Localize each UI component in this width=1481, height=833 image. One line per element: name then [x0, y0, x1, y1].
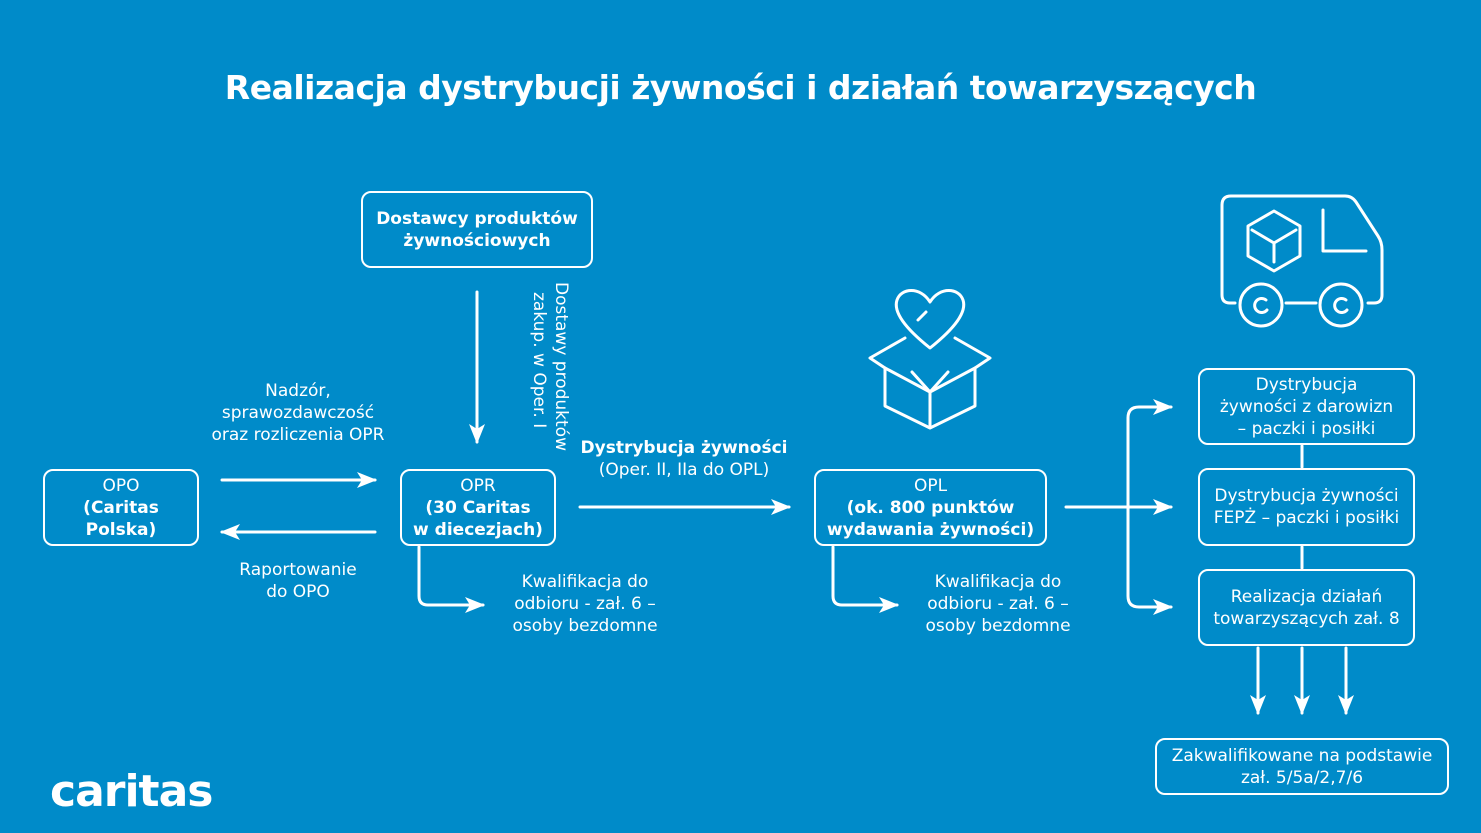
opr-qualification-label: Kwalifikacja do odbioru - zał. 6 – osoby…: [480, 571, 690, 637]
supply-label-line2: zakup. w Oper. I: [529, 292, 549, 429]
supervision-line1: Nadzór,: [265, 381, 331, 401]
box-line: Dystrybucja żywności: [1214, 486, 1399, 506]
opl-name: OPL: [913, 475, 948, 496]
qualification-line2: odbioru - zał. 6 –: [927, 594, 1069, 614]
supply-label: Dostawy produktów zakup. w Oper. I: [512, 282, 572, 457]
reporting-line1: Raportowanie: [239, 560, 357, 580]
box-line: Realizacja działań: [1230, 586, 1383, 607]
box-line: – paczki i posiłki: [1237, 418, 1376, 439]
distribution-bold: Dystrybucja żywności: [580, 438, 788, 458]
supervision-line3: oraz rozliczenia OPR: [211, 425, 385, 445]
suppliers-line1: Dostawcy produktów: [376, 208, 578, 229]
arrow-branch-top: [1126, 399, 1173, 509]
opr-desc2: w diecezjach): [413, 519, 543, 540]
donation-distribution-box: Dystrybucja żywności z darowizn – paczki…: [1198, 368, 1415, 445]
opo-box: OPO (Caritas Polska): [43, 469, 199, 546]
opl-desc2: wydawania żywności): [826, 519, 1035, 540]
supervision-label: Nadzór, sprawozdawczość oraz rozliczenia…: [188, 380, 408, 446]
reporting-line2: do OPO: [266, 582, 330, 602]
qualification-line1: Kwalifikacja do: [934, 572, 1062, 592]
opr-box: OPR (30 Caritas w diecezjach): [400, 469, 556, 546]
distribution-sub: (Oper. II, IIa do OPL): [598, 460, 770, 480]
supervision-line2: sprawozdawczość: [221, 403, 375, 423]
suppliers-box: Dostawcy produktów żywnościowych: [361, 191, 593, 268]
box-line: FEPŻ – paczki i posiłki: [1213, 508, 1400, 528]
opr-name: OPR: [460, 475, 496, 496]
box-line: Dystrybucja: [1255, 374, 1358, 395]
arrow-branch-bottom: [1126, 505, 1173, 615]
reporting-label: Raportowanie do OPO: [188, 559, 408, 603]
accompanying-activities-box: Realizacja działań towarzyszących zał. 8: [1198, 569, 1415, 646]
qualification-line3: osoby bezdomne: [512, 616, 658, 636]
supply-label-line1: Dostawy produktów: [551, 282, 571, 451]
qualified-line2: zał. 5/5a/2,7/6: [1240, 767, 1364, 788]
qualification-line2: odbioru - zał. 6 –: [514, 594, 656, 614]
suppliers-line2: żywnościowych: [403, 230, 551, 251]
opl-desc1: (ok. 800 punktów: [846, 497, 1015, 518]
qualified-line1: Zakwalifikowane na podstawie: [1171, 745, 1433, 766]
page-title: Realizacja dystrybucji żywności i działa…: [224, 68, 1257, 107]
opr-desc1: (30 Caritas: [425, 497, 531, 518]
opl-qualification-label: Kwalifikacja do odbioru - zał. 6 – osoby…: [893, 571, 1103, 637]
caritas-logo: caritas: [50, 766, 213, 817]
arrow-opr-qualification: [417, 545, 485, 613]
arrow-opl-qualification: [831, 545, 899, 613]
opl-box: OPL (ok. 800 punktów wydawania żywności): [814, 469, 1047, 546]
qualified-box: Zakwalifikowane na podstawie zał. 5/5a/2…: [1155, 738, 1449, 795]
box-line: towarzyszących zał. 8: [1213, 608, 1400, 629]
heart-box-icon: [868, 289, 992, 430]
qualification-line1: Kwalifikacja do: [521, 572, 649, 592]
opo-name: OPO: [102, 475, 140, 496]
qualification-line3: osoby bezdomne: [925, 616, 1071, 636]
delivery-truck-icon: [1220, 194, 1384, 328]
opo-desc: (Caritas Polska): [83, 497, 159, 540]
distribution-label: Dystrybucja żywności (Oper. II, IIa do O…: [564, 437, 804, 481]
box-line: żywności z darowizn: [1219, 396, 1394, 417]
fepz-distribution-box: Dystrybucja żywności FEPŻ – paczki i pos…: [1198, 468, 1415, 546]
